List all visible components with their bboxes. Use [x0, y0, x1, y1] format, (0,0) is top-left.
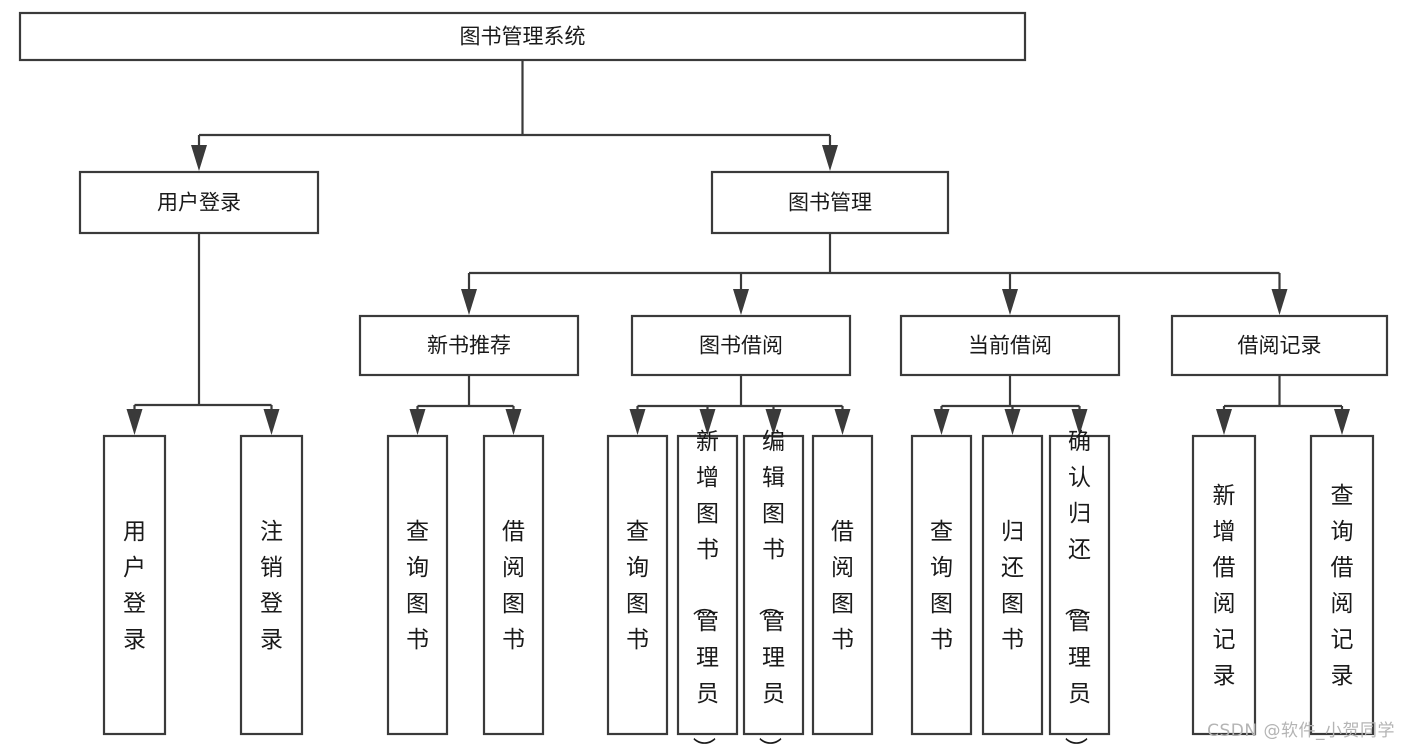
node-label: 查询图书 [930, 519, 953, 653]
arrow-head-icon [1004, 409, 1021, 435]
arrow-head-icon [765, 409, 782, 435]
arrow-head-icon [1002, 289, 1018, 315]
node-l1-book-admin[interactable]: 图书管理 [710, 170, 950, 235]
nodes-layer: 图书管理系统用户登录图书管理新书推荐图书借阅当前借阅借阅记录用户登录注销登录查询… [18, 11, 1389, 747]
node-label: 新书推荐 [427, 334, 511, 358]
node-l2-borrow-record[interactable]: 借阅记录 [1170, 314, 1389, 377]
node-label: 查询图书 [626, 519, 649, 653]
node-box [1048, 434, 1111, 736]
watermark: CSDN @软件_小贺同学 [1207, 721, 1395, 741]
node-box [981, 434, 1044, 736]
node-l3-return-book[interactable]: 归还图书 [981, 434, 1044, 736]
node-l3-query-book-b[interactable]: 查询图书 [606, 434, 669, 736]
node-label: 图书管理系统 [460, 25, 586, 49]
node-l3-user-login[interactable]: 用户登录 [102, 434, 167, 736]
arrow-head-icon [834, 409, 851, 435]
arrow-head-icon [263, 409, 280, 435]
node-l3-add-record[interactable]: 新增借阅记录 [1191, 434, 1257, 736]
node-box [606, 434, 669, 736]
arrow-head-icon [629, 409, 646, 435]
arrow-head-icon [461, 289, 477, 315]
node-l2-book-borrow[interactable]: 图书借阅 [630, 314, 852, 377]
edges-layer [126, 60, 1350, 435]
node-label: 图书管理 [788, 191, 872, 215]
node-l3-confirm-return[interactable]: 确认归还（管理员） [1048, 429, 1111, 747]
arrow-head-icon [1216, 409, 1232, 435]
node-box [630, 314, 852, 377]
node-label: 确认归还（管理员） [1062, 429, 1091, 747]
node-box [710, 170, 950, 235]
node-l3-logout[interactable]: 注销登录 [239, 434, 304, 736]
node-label: 注销登录 [260, 519, 283, 653]
node-box [358, 314, 580, 377]
node-label: 用户登录 [123, 519, 146, 653]
arrow-head-icon [1334, 409, 1350, 435]
arrow-head-icon [733, 289, 749, 315]
node-l3-edit-book[interactable]: 编辑图书（管理员） [742, 429, 805, 747]
node-box [811, 434, 874, 736]
node-l3-query-book-a[interactable]: 查询图书 [386, 434, 449, 736]
arrow-head-icon [699, 409, 716, 435]
node-label: 图书借阅 [699, 334, 783, 358]
node-label: 当前借阅 [968, 334, 1052, 358]
node-label: 新增图书（管理员） [690, 429, 719, 747]
arrow-head-icon [505, 409, 522, 435]
node-label: 查询借阅记录 [1331, 483, 1354, 689]
node-l3-borrow-book-b[interactable]: 借阅图书 [811, 434, 874, 736]
node-label: 用户登录 [157, 191, 241, 215]
arrow-head-icon [126, 409, 143, 435]
node-label: 查询图书 [406, 519, 429, 653]
node-label: 借阅图书 [502, 519, 525, 653]
arrow-head-icon [1271, 289, 1288, 315]
node-label: 编辑图书（管理员） [756, 429, 785, 747]
node-l2-current-borrow[interactable]: 当前借阅 [899, 314, 1121, 377]
node-box [742, 434, 805, 736]
node-box [102, 434, 167, 736]
node-box [386, 434, 449, 736]
node-root[interactable]: 图书管理系统 [18, 11, 1027, 62]
arrow-head-icon [933, 409, 950, 435]
node-box [910, 434, 973, 736]
node-box [676, 434, 739, 736]
node-l3-add-book[interactable]: 新增图书（管理员） [676, 429, 739, 747]
node-box [1170, 314, 1389, 377]
node-l3-borrow-book-a[interactable]: 借阅图书 [482, 434, 545, 736]
node-l3-query-book-c[interactable]: 查询图书 [910, 434, 973, 736]
arrow-head-icon [822, 145, 838, 171]
node-label: 借阅图书 [831, 519, 854, 653]
arrow-head-icon [409, 409, 426, 435]
node-l2-new-book-rec[interactable]: 新书推荐 [358, 314, 580, 377]
node-box [239, 434, 304, 736]
node-box [18, 11, 1027, 62]
node-label: 新增借阅记录 [1213, 483, 1236, 689]
node-box [482, 434, 545, 736]
node-box [1309, 434, 1375, 736]
node-label: 借阅记录 [1238, 334, 1322, 358]
arrow-head-icon [191, 145, 207, 171]
node-l3-query-record[interactable]: 查询借阅记录 [1309, 434, 1375, 736]
arrow-head-icon [1071, 409, 1088, 435]
node-l1-user-login[interactable]: 用户登录 [78, 170, 320, 235]
node-box [78, 170, 320, 235]
node-label: 归还图书 [1001, 519, 1024, 653]
node-box [1191, 434, 1257, 736]
node-box [899, 314, 1121, 377]
